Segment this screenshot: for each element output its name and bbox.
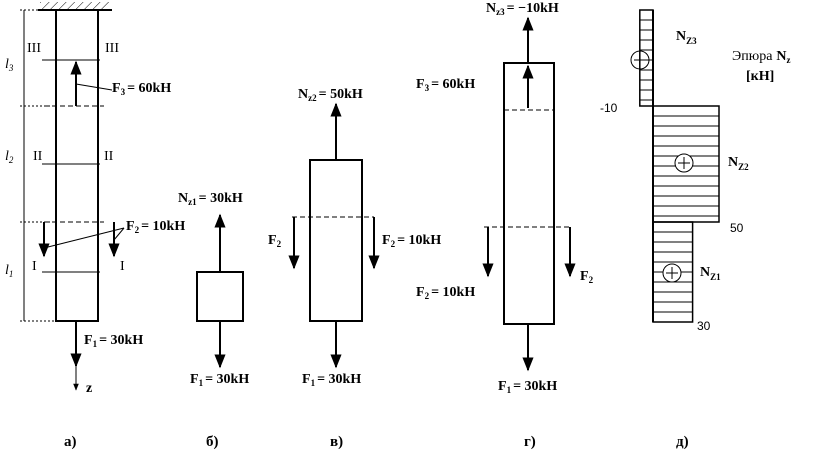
epure-units: [кН] bbox=[746, 69, 774, 84]
length-l1: l1 bbox=[5, 263, 13, 279]
force-3-label: F3= 60kH bbox=[112, 81, 171, 97]
epure-n3-label: NZ3 bbox=[676, 29, 697, 46]
force-1-label-g: F1= 30kH bbox=[498, 379, 557, 395]
force-2-label-g: F2= 10kH bbox=[416, 285, 475, 301]
panel-b: Nz1= 30kH F1= 30kH б) bbox=[178, 191, 249, 450]
z-axis-label: z bbox=[86, 381, 92, 396]
section-1-right: I bbox=[120, 259, 125, 274]
value-30: 30 bbox=[697, 319, 711, 333]
caption-a: а) bbox=[64, 434, 77, 450]
bar-b bbox=[196, 271, 244, 322]
force-3-leader bbox=[75, 83, 113, 91]
support-hatch bbox=[40, 2, 110, 10]
force-1-label: F1= 30kH bbox=[84, 333, 143, 349]
epure-segment-2 bbox=[652, 105, 720, 223]
force-2-label-v: F2= 10kH bbox=[382, 233, 441, 249]
length-l2: l2 bbox=[5, 149, 14, 165]
caption-d: д) bbox=[676, 434, 689, 450]
epure-n1-label: NZ1 bbox=[700, 265, 721, 282]
force-1-label-v: F1= 30kH bbox=[302, 372, 361, 388]
force-2-leader-right bbox=[113, 227, 125, 241]
caption-v: в) bbox=[330, 434, 343, 450]
section-3-left: III bbox=[27, 41, 41, 56]
section-1-left: I bbox=[32, 259, 37, 274]
panel-a: III III II II I I l3 l2 l1 F3= 60kH F2= … bbox=[5, 2, 185, 450]
n-z3-label: Nz3= −10kH bbox=[486, 1, 559, 17]
force-3-label-g: F3= 60kH bbox=[416, 77, 475, 93]
panel-g: Nz3= −10kH F3= 60kH F2= 10kH F2 F1= 30kH… bbox=[416, 1, 594, 450]
force-2-right-label-g: F2 bbox=[580, 269, 594, 285]
minus-sign-circle bbox=[630, 50, 650, 70]
length-l3: l3 bbox=[5, 57, 14, 73]
force-2-left-label-v: F2 bbox=[268, 233, 282, 249]
value-50: 50 bbox=[730, 221, 744, 235]
bar-v bbox=[309, 159, 363, 322]
force-1-label-b: F1= 30kH bbox=[190, 372, 249, 388]
caption-g: г) bbox=[524, 434, 536, 450]
force-2-leader-left bbox=[43, 227, 125, 249]
bar-a bbox=[55, 9, 99, 322]
epure-segment-3 bbox=[639, 9, 654, 107]
section-2-left: II bbox=[33, 149, 43, 164]
panel-v: Nz2= 50kH F2 F2= 10kH F1= 30kH в) bbox=[268, 87, 441, 450]
n-z1-label: Nz1= 30kH bbox=[178, 191, 243, 207]
caption-b: б) bbox=[206, 434, 219, 450]
n-z2-label: Nz2= 50kH bbox=[298, 87, 363, 103]
value-minus-10: -10 bbox=[600, 101, 618, 115]
force-2-label: F2= 10kH bbox=[126, 219, 185, 235]
section-2-right: II bbox=[104, 149, 114, 164]
section-3-right: III bbox=[105, 41, 119, 56]
epure-n2-label: NZ2 bbox=[728, 155, 749, 172]
